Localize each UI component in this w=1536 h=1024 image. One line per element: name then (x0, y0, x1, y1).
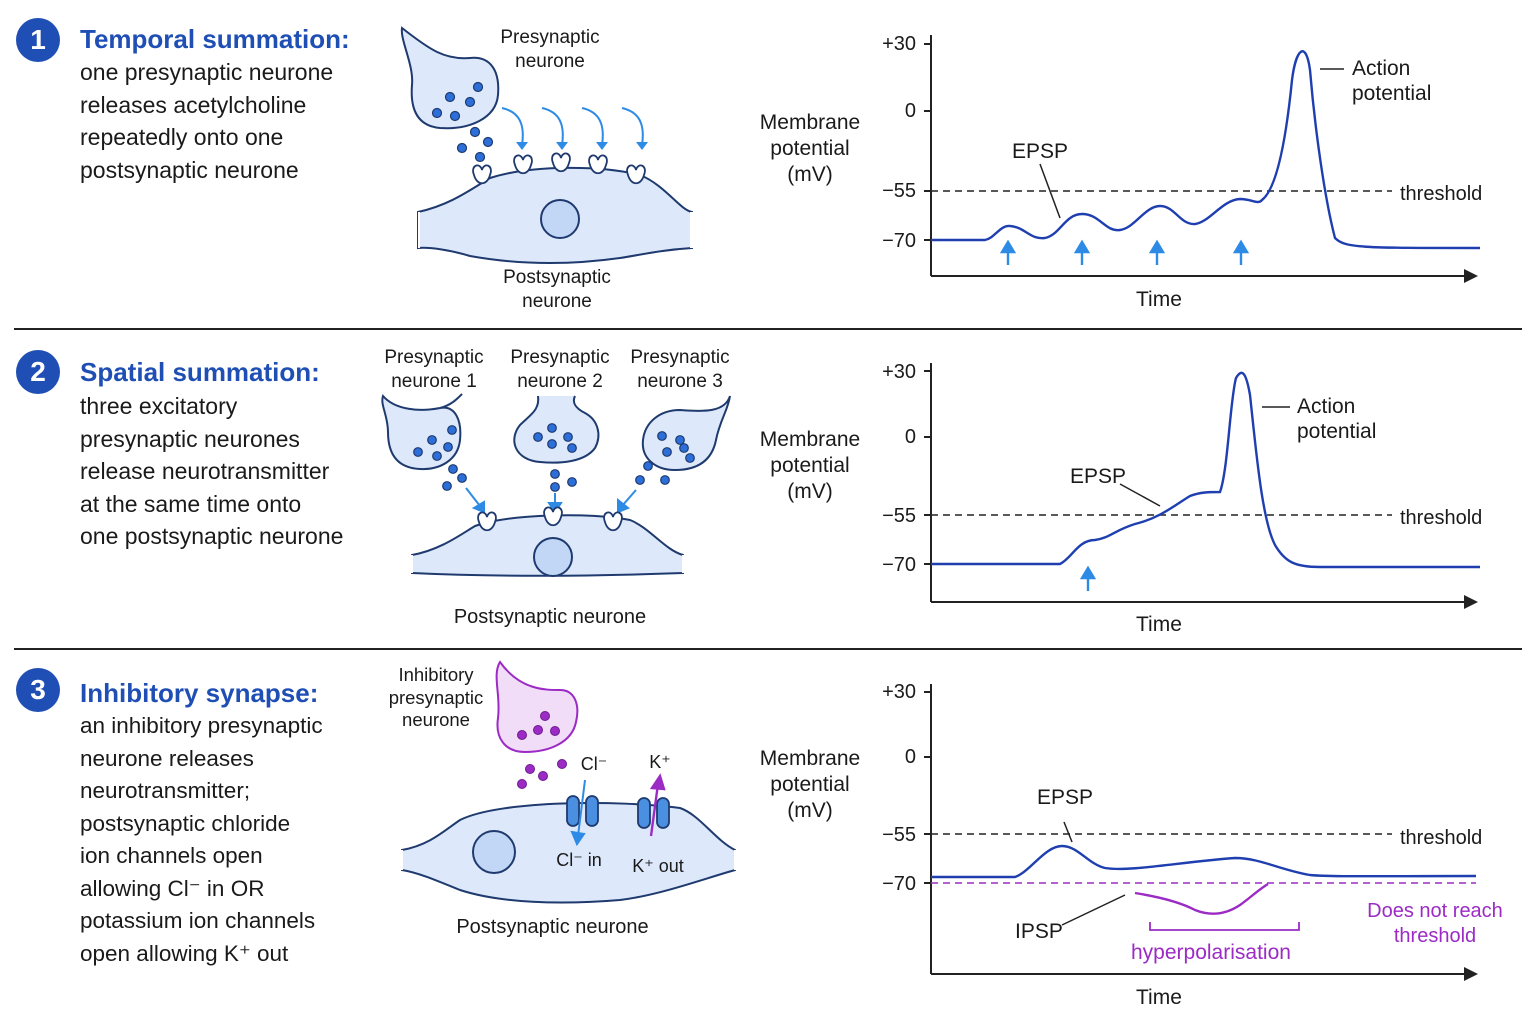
tick-minus55-3: −55 (882, 824, 916, 846)
panel-number-3: 3 (16, 668, 60, 712)
membrane-trace (931, 50, 1481, 250)
panel-number-2: 2 (16, 350, 60, 394)
divider-1 (14, 328, 1522, 330)
temporal-synapse-diagram (400, 26, 693, 265)
epsp-label: EPSP (1012, 140, 1069, 163)
threshold-label-3: threshold (1400, 827, 1483, 849)
epsp-label-2: EPSP (1070, 465, 1127, 488)
ipsp-label: IPSP (1015, 920, 1063, 943)
potassium-ion-label: K⁺ (649, 752, 671, 772)
threshold-label: threshold (1400, 183, 1483, 205)
x-axis-label: Time (1136, 288, 1182, 311)
tick-0: 0 (904, 100, 916, 122)
membrane-trace-3 (931, 844, 1477, 879)
x-axis-label-3: Time (1136, 986, 1182, 1009)
nucleus (540, 199, 580, 239)
postsynaptic-label-2: Postsynaptic neurone (453, 606, 647, 628)
panel-title-spatial: Spatial summation: (80, 357, 320, 387)
x-axis-label-2: Time (1136, 613, 1182, 636)
temporal-graph (924, 35, 1481, 283)
tick-0-2: 0 (904, 426, 916, 448)
epsp-label-3: EPSP (1037, 786, 1094, 809)
tick-minus70-3: −70 (882, 873, 916, 895)
tick-minus55-2: −55 (882, 505, 916, 527)
threshold-label-2: threshold (1400, 507, 1483, 529)
panel-number-1: 1 (16, 18, 60, 62)
ipsp-trace (1134, 882, 1269, 915)
tick-minus70: −70 (882, 230, 916, 252)
hyperpolarisation-label: hyperpolarisation (1131, 941, 1291, 964)
panel-title-inhibitory: Inhibitory synapse: (80, 678, 319, 708)
chloride-ion-label: Cl⁻ (580, 754, 608, 774)
divider-2 (14, 648, 1522, 650)
panel-title-temporal: Temporal summation: (80, 24, 350, 54)
tick-minus55: −55 (882, 180, 916, 202)
tick-plus30: +30 (882, 33, 916, 55)
potassium-out-label: K⁺ out (632, 856, 684, 876)
tick-0-3: 0 (904, 746, 916, 768)
tick-minus70-2: −70 (882, 554, 916, 576)
hyperpolarisation-bracket (1149, 922, 1300, 931)
postsynaptic-label-3: Postsynaptic neurone (456, 916, 649, 938)
chloride-in-label: Cl⁻ in (556, 850, 602, 870)
tick-plus30-3: +30 (882, 681, 916, 703)
tick-plus30-2: +30 (882, 361, 916, 383)
